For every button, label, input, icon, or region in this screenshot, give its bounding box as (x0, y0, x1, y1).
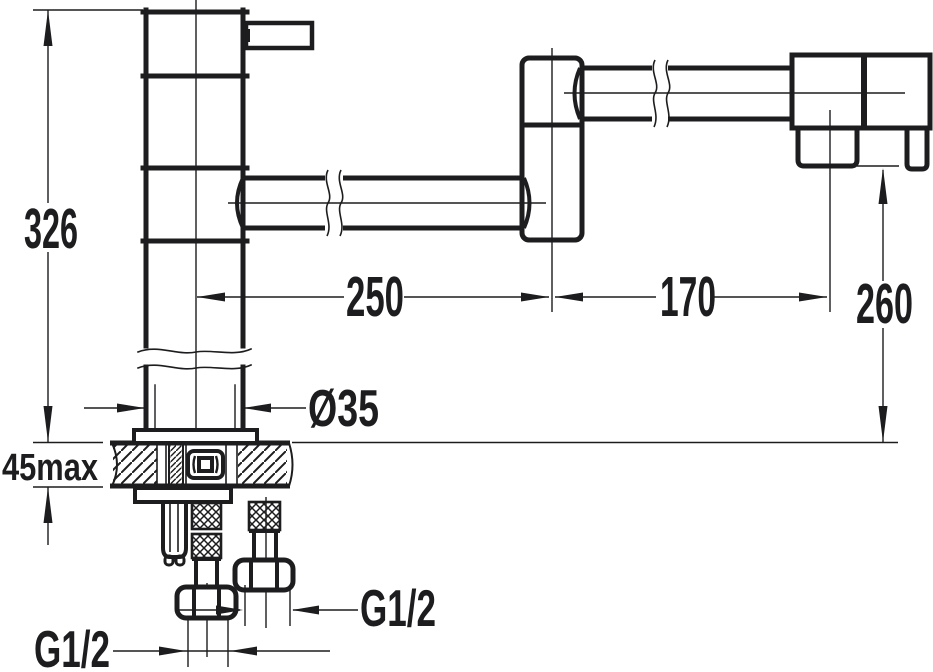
handle-lever (243, 20, 315, 51)
deck-hatch-right (238, 444, 287, 485)
column-section-lines (140, 73, 250, 244)
column-arm-socket-arc (235, 175, 246, 231)
dim-326-lines (33, 9, 143, 444)
dim-column-diameter: Ø35 (84, 380, 379, 438)
dim-g12-right-lines (176, 585, 358, 626)
dim-label-g12-right: G1/2 (360, 580, 436, 638)
countertop-section (110, 440, 294, 489)
swivel-joint (519, 55, 585, 243)
deck-nut-facets (192, 455, 219, 474)
dim-label-260: 260 (856, 272, 913, 336)
dim-170-arrow-left (555, 292, 583, 302)
deck-hatch-left (113, 444, 157, 485)
dim-label-250: 250 (346, 265, 404, 329)
dim-o35-arrow-left (117, 403, 145, 413)
upper-arm-break-1 (652, 59, 658, 128)
pin-foot-right (174, 554, 186, 567)
dim-250-arrow-left (197, 292, 225, 302)
joint-outline (519, 55, 585, 243)
dim-260-arrow-down (878, 406, 888, 442)
upper-arm-break-2 (665, 59, 671, 128)
dim-column-to-joint: 250 (197, 265, 549, 329)
fixing-pin (161, 503, 188, 559)
braid-lower (190, 532, 223, 560)
dim-label-o35: Ø35 (308, 380, 379, 438)
dim-260-lines (292, 165, 899, 444)
threaded-stud (168, 443, 184, 487)
deck-nut-outline (186, 449, 225, 480)
upper-arm-edges (580, 65, 794, 122)
column-break-wave-top (136, 347, 253, 354)
base-plate (132, 428, 259, 445)
hose-nut-right (232, 557, 296, 593)
dim-label-g12-bottom: G1/2 (34, 621, 110, 672)
dim-g12-right-arrow-in (216, 605, 243, 615)
upper-arm (580, 59, 794, 128)
dim-overall-height: 326 (24, 9, 143, 444)
dim-outlet-thread: G1/2 (176, 580, 436, 638)
supply-hose-right (232, 500, 296, 593)
deck-nut-square (197, 456, 214, 473)
fixing-pin-inner-lines (169, 503, 179, 552)
dim-45max-lines (33, 486, 103, 545)
dim-170-arrow-right (799, 292, 827, 302)
dim-g12-bottom-lines (113, 620, 330, 667)
lower-arm (241, 169, 532, 237)
clamp-washer (133, 486, 233, 504)
spout-outlet (795, 126, 860, 169)
hose-nut-right-facets (249, 562, 279, 588)
dim-deck-thickness: 45max (2, 447, 103, 545)
dim-label-45max: 45max (2, 447, 98, 489)
lower-arm-break-2 (338, 169, 344, 237)
column-outline (140, 7, 250, 434)
dim-label-170: 170 (660, 265, 716, 329)
dim-326-arrow-up (43, 10, 53, 46)
lower-arm-edges (241, 175, 524, 231)
lower-arm-break-1 (325, 169, 331, 237)
dim-326-arrow-down (43, 406, 53, 442)
mounting-hardware (132, 428, 259, 567)
hose-connector-right (249, 529, 280, 560)
dim-o35-arrow-right (243, 403, 271, 413)
hose-nut (174, 584, 239, 621)
spout-head (789, 52, 933, 172)
hose-connector (192, 557, 221, 586)
dim-260-arrow-up (878, 168, 888, 204)
upper-arm-end-arc (572, 67, 582, 120)
braid-right (247, 500, 282, 532)
dim-joint-to-outlet: 170 (555, 265, 827, 329)
dim-g12-bottom-arrow-right (159, 646, 186, 656)
dim-label-326: 326 (24, 197, 78, 261)
lower-arm-end-arc (522, 177, 532, 229)
head-end-cap (904, 126, 930, 172)
braid-upper (190, 501, 223, 531)
centerlines (195, 0, 905, 657)
pin-foot-left (163, 554, 175, 567)
column-break-wave-bottom (136, 363, 253, 370)
dim-250-arrow-right (521, 292, 549, 302)
faucet-column (136, 7, 253, 438)
deck-broken-ends (111, 442, 294, 487)
dim-g12-bottom-arrow-left (230, 646, 257, 656)
dim-outlet-height: 260 (292, 165, 913, 444)
dim-g12-right-arrow-left (292, 605, 319, 615)
lever-outline (243, 20, 315, 51)
dim-45max-arrow-up (43, 487, 53, 523)
dim-supply-thread: G1/2 (34, 620, 330, 672)
